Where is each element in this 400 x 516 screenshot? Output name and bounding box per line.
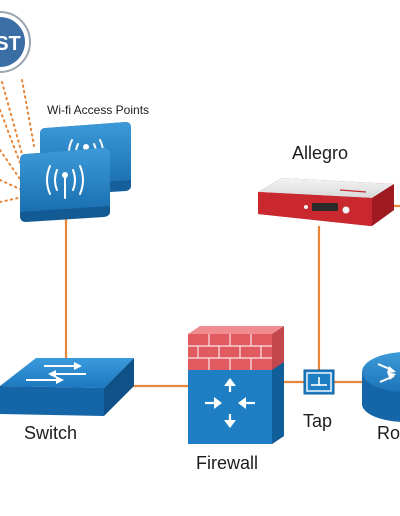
badge-text: ST [0, 33, 21, 55]
wifi-access-points-label: Wi-fi Access Points [47, 103, 150, 117]
router-label: Ro [377, 423, 400, 443]
switch-label: Switch [24, 423, 78, 443]
tap-label: Tap [303, 411, 333, 431]
network-switch-icon [0, 358, 134, 416]
allegro-appliance-icon [258, 178, 394, 226]
logo-badge-icon: ST [0, 11, 31, 73]
firewall-icon [188, 326, 284, 444]
router-icon [362, 352, 400, 422]
wifi-access-point-icon [20, 122, 131, 222]
wireless-links [0, 79, 35, 203]
allegro-label: Allegro [292, 143, 349, 163]
network-tap-icon [303, 369, 335, 395]
firewall-label: Firewall [196, 453, 259, 473]
